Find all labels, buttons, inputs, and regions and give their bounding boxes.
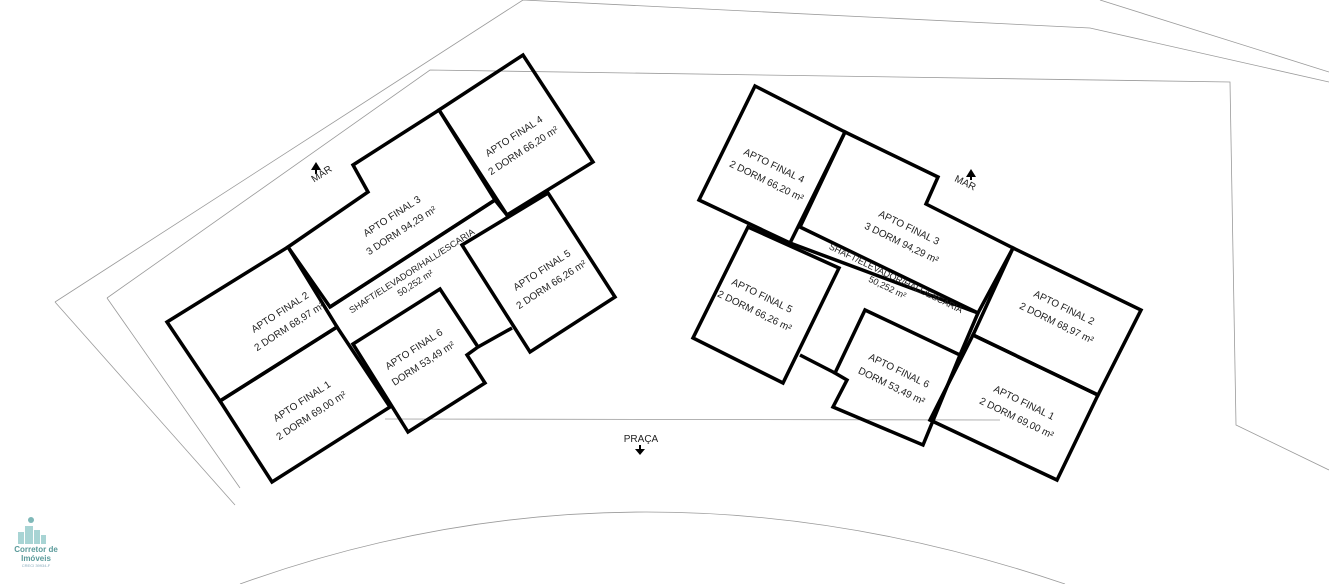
left-shaft <box>329 191 549 309</box>
left-apto-5 <box>459 190 618 355</box>
right-mar-arrow-icon <box>966 169 976 177</box>
left-building <box>164 52 618 485</box>
site-boundary <box>54 0 1329 584</box>
praca-label: PRAÇA <box>623 434 659 445</box>
right-apto-5 <box>690 224 842 386</box>
logo-sub: CRECI 39934-F <box>21 563 51 568</box>
right-building <box>690 83 1144 483</box>
praca-arrow-icon <box>635 445 645 455</box>
right-shaft <box>789 241 981 356</box>
logo-title: Corretor de Imóveis <box>14 545 58 563</box>
left-apto-1 <box>217 324 393 485</box>
left-mar-arrow-icon <box>311 162 321 170</box>
left-apto-4 <box>436 52 596 218</box>
left-apto-6 <box>350 286 488 435</box>
logo: Corretor de Imóveis CRECI 39934-F <box>8 515 64 568</box>
logo-building-icon <box>18 517 46 544</box>
